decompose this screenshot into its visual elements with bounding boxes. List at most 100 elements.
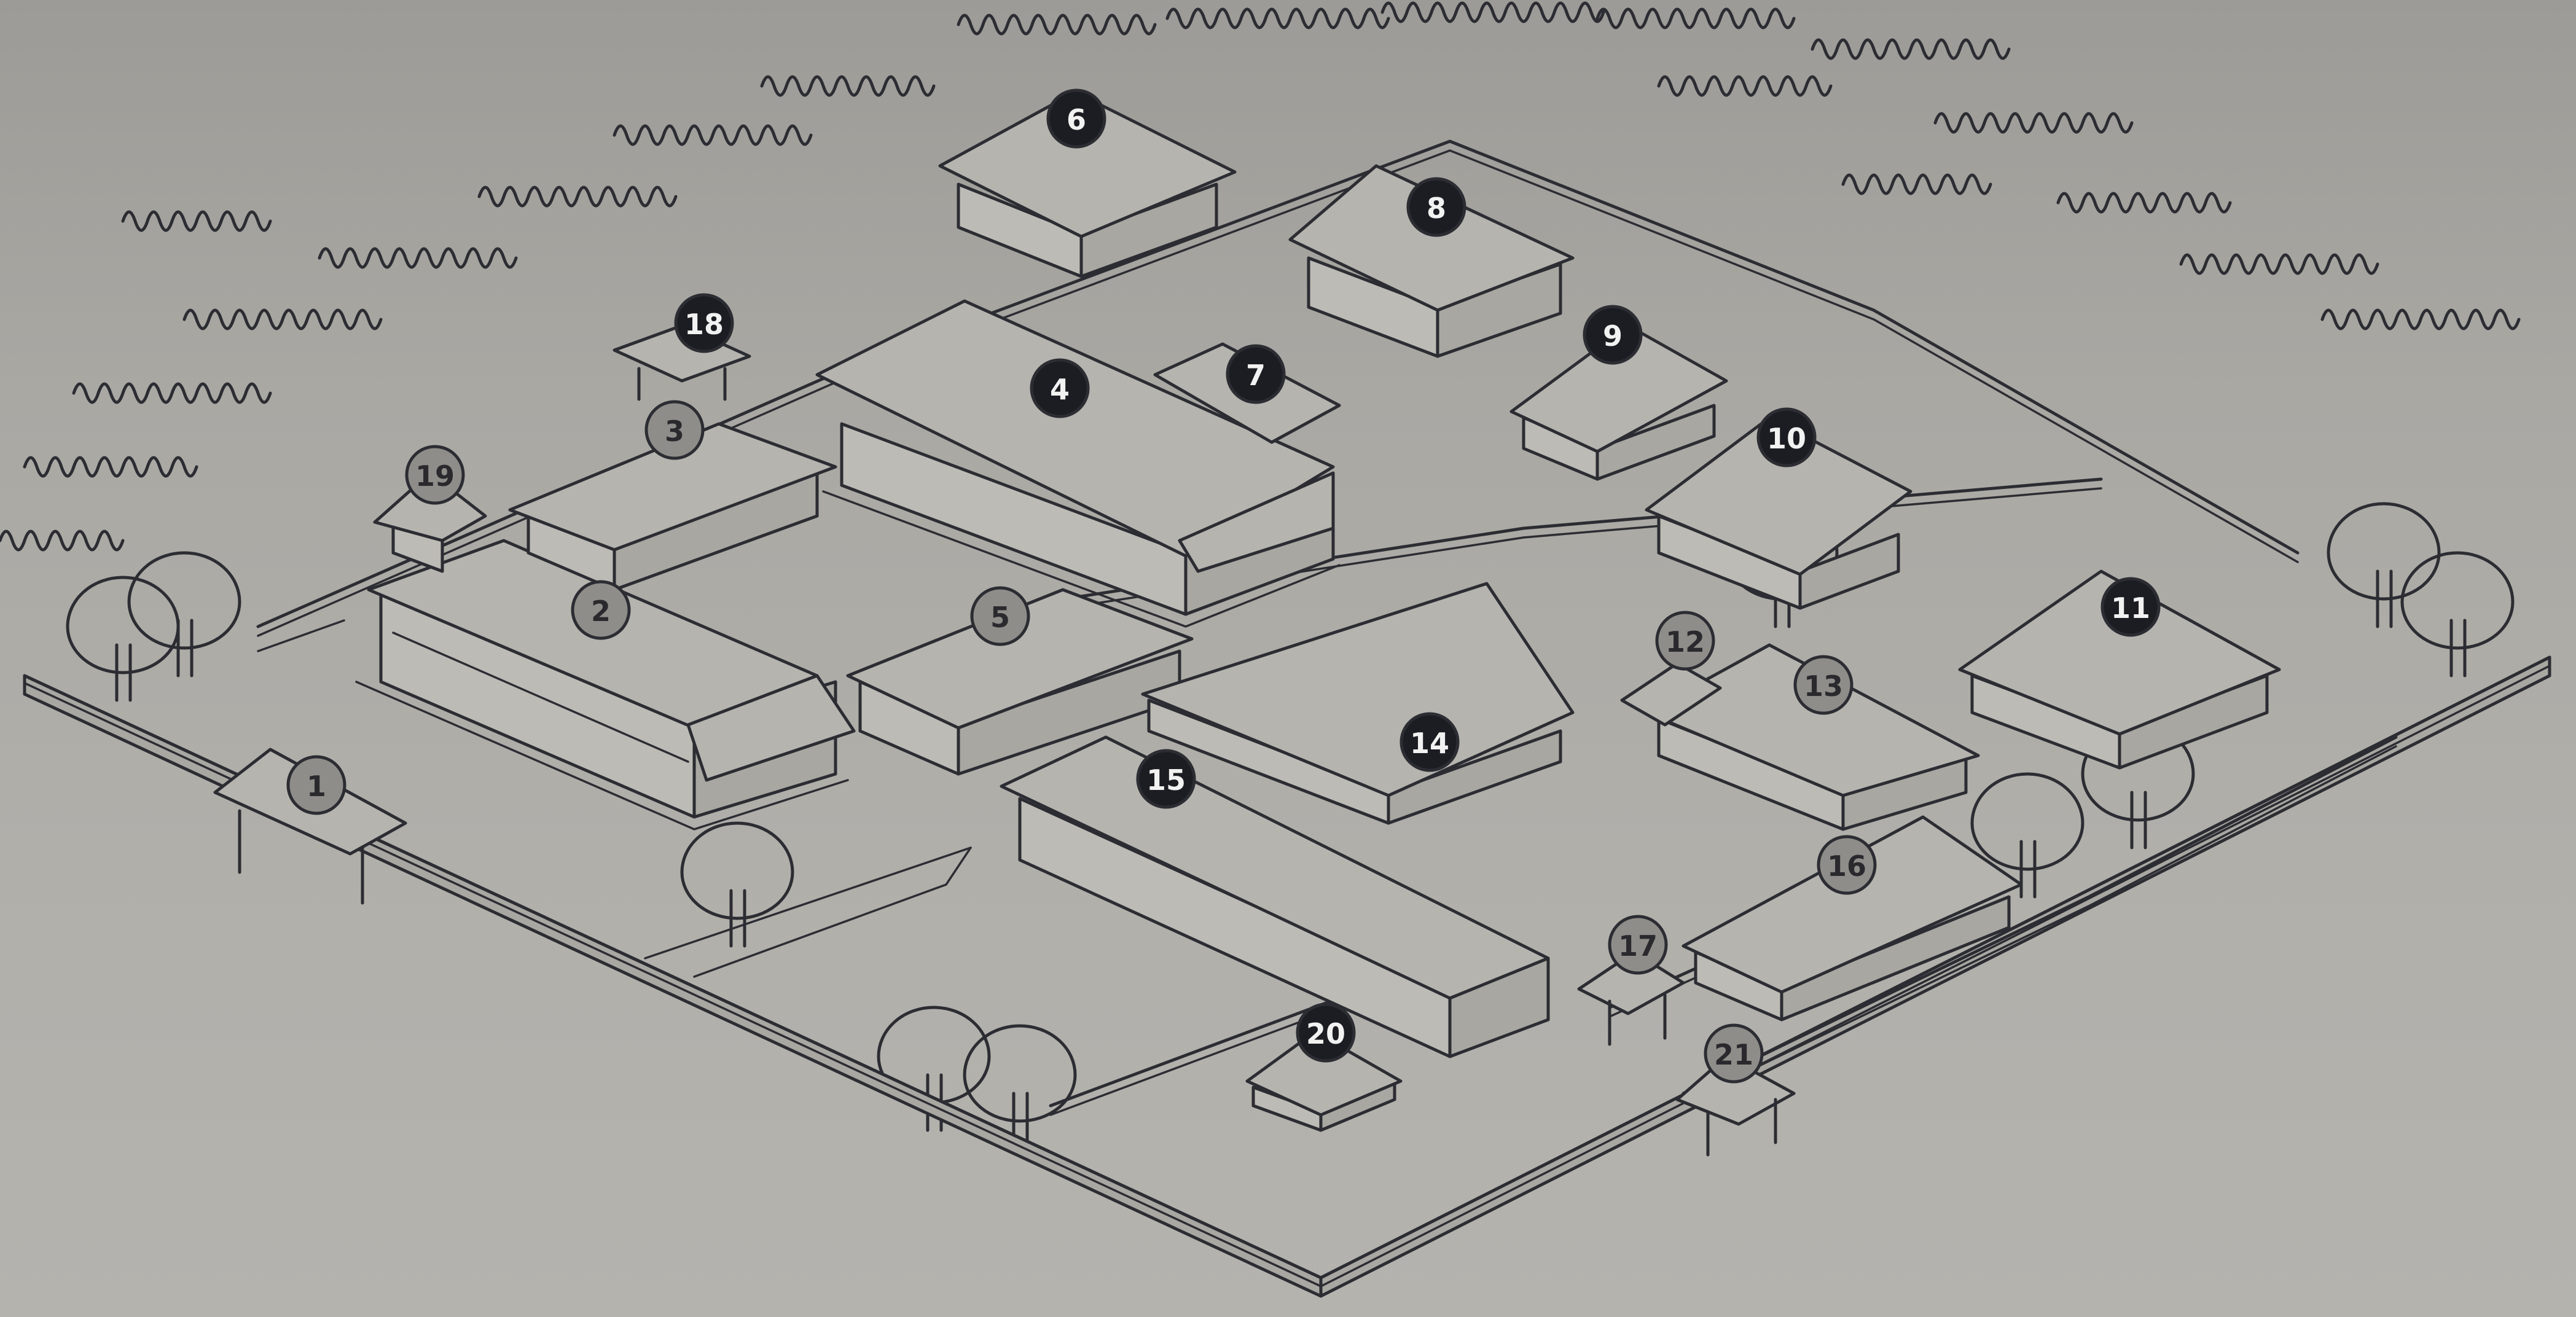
- building-11: [1958, 569, 2281, 770]
- building-4: [815, 299, 1341, 628]
- tree-icon: [2327, 502, 2441, 628]
- map-marker-circle: [571, 580, 631, 640]
- map-marker-circle: [1136, 749, 1196, 809]
- building-13: [1645, 643, 1980, 831]
- map-marker-circle: [970, 586, 1030, 646]
- building-15: [1000, 735, 1550, 1058]
- map-marker-label: 5: [990, 601, 1010, 634]
- tree-canopy: [477, 186, 678, 208]
- map-marker-label: 20: [1306, 1017, 1345, 1050]
- map-marker-21: 21: [1704, 1023, 1764, 1084]
- building-14: [1141, 582, 1575, 825]
- map-marker-label: 21: [1714, 1038, 1753, 1071]
- map-marker-label: 8: [1427, 192, 1446, 225]
- map-marker-label: 9: [1603, 319, 1623, 353]
- tree-canopy: [1841, 173, 1992, 195]
- map-marker-label: 15: [1146, 764, 1186, 797]
- map-marker-11: 11: [2100, 577, 2161, 637]
- map-marker-circle: [1226, 344, 1286, 404]
- map-marker-label: 17: [1618, 929, 1658, 963]
- map-marker-circle: [674, 293, 734, 353]
- building-8: [1288, 164, 1575, 358]
- map-marker-circle: [1406, 177, 1466, 237]
- tree-canopy: [0, 530, 125, 552]
- map-marker-14: 14: [1400, 712, 1460, 772]
- building-6: [938, 90, 1237, 278]
- map-marker-15: 15: [1136, 749, 1196, 809]
- map-marker-label: 2: [591, 595, 611, 628]
- tree-canopy: [1811, 38, 2011, 60]
- map-marker-2: 2: [571, 580, 631, 640]
- map-marker-9: 9: [1583, 305, 1643, 365]
- map-marker-label: 4: [1050, 373, 1070, 406]
- map-marker-1: 1: [286, 755, 346, 815]
- building-icon: [213, 90, 2281, 1157]
- building-10: [1645, 416, 1912, 610]
- building-16: [1681, 815, 2023, 1022]
- map-marker-3: 3: [644, 400, 705, 460]
- tree-canopy: [72, 382, 272, 404]
- building-9: [1509, 324, 1728, 481]
- map-marker-label: 13: [1804, 670, 1843, 703]
- map-marker-5: 5: [970, 586, 1030, 646]
- tree-canopy: [2179, 253, 2379, 275]
- tree-icon: [66, 576, 180, 702]
- tree-icon: [2400, 551, 2515, 678]
- building-12: [1620, 662, 1722, 727]
- map-marker-18: 18: [674, 293, 734, 353]
- map-marker-circle: [405, 445, 465, 505]
- map-marker-circle: [1400, 712, 1460, 772]
- tree-canopy: [182, 308, 383, 330]
- map-marker-label: 16: [1827, 850, 1866, 883]
- map-marker-label: 1: [307, 770, 326, 803]
- map-marker-circle: [1655, 611, 1715, 671]
- map-marker-circle: [1583, 305, 1643, 365]
- map-marker-label: 7: [1246, 359, 1266, 392]
- map-marker-4: 4: [1030, 358, 1090, 418]
- map-marker-19: 19: [405, 445, 465, 505]
- tree-canopy: [613, 124, 813, 146]
- tree-icon: [127, 551, 241, 678]
- map-marker-circle: [644, 400, 705, 460]
- tree-canopy: [957, 14, 1157, 36]
- tree-icon: [680, 821, 794, 948]
- map-marker-16: 16: [1817, 835, 1877, 895]
- tree-canopy: [1933, 112, 2134, 134]
- map-marker-circle: [1756, 407, 1817, 467]
- tree-canopy: [2056, 192, 2232, 214]
- map-marker-6: 6: [1046, 88, 1106, 149]
- map-marker-circle: [2100, 577, 2161, 637]
- map-marker-circle: [1046, 88, 1106, 149]
- map-marker-label: 6: [1067, 103, 1086, 136]
- map-marker-circle: [1817, 835, 1877, 895]
- map-marker-13: 13: [1793, 655, 1854, 715]
- map-marker-circle: [1030, 358, 1090, 418]
- map-marker-circle: [1704, 1023, 1764, 1084]
- tree-canopy: [760, 75, 936, 97]
- map-marker-label: 3: [665, 415, 684, 448]
- tree-canopy: [2320, 308, 2521, 330]
- tree-canopy: [1380, 1, 1605, 23]
- map-marker-label: 11: [2111, 592, 2150, 625]
- map-marker-17: 17: [1608, 915, 1668, 975]
- building-3: [508, 422, 837, 592]
- tree-canopy: [1657, 75, 1833, 97]
- map-marker-7: 7: [1226, 344, 1286, 404]
- map-marker-label: 19: [415, 459, 455, 493]
- map-marker-label: 14: [1410, 727, 1449, 760]
- tree-canopy: [1165, 7, 1390, 29]
- map-marker-label: 12: [1666, 625, 1705, 658]
- building-20: [1245, 1030, 1403, 1132]
- map-marker-20: 20: [1296, 1002, 1356, 1063]
- map-marker-circle: [1608, 915, 1668, 975]
- tree-icon: [0, 1, 2521, 1151]
- building-2: [355, 539, 856, 830]
- map-marker-8: 8: [1406, 177, 1466, 237]
- tree-icon: [1970, 772, 2085, 899]
- tree-canopy: [121, 210, 272, 232]
- map-marker-12: 12: [1655, 611, 1715, 671]
- map-marker-label: 10: [1767, 422, 1806, 455]
